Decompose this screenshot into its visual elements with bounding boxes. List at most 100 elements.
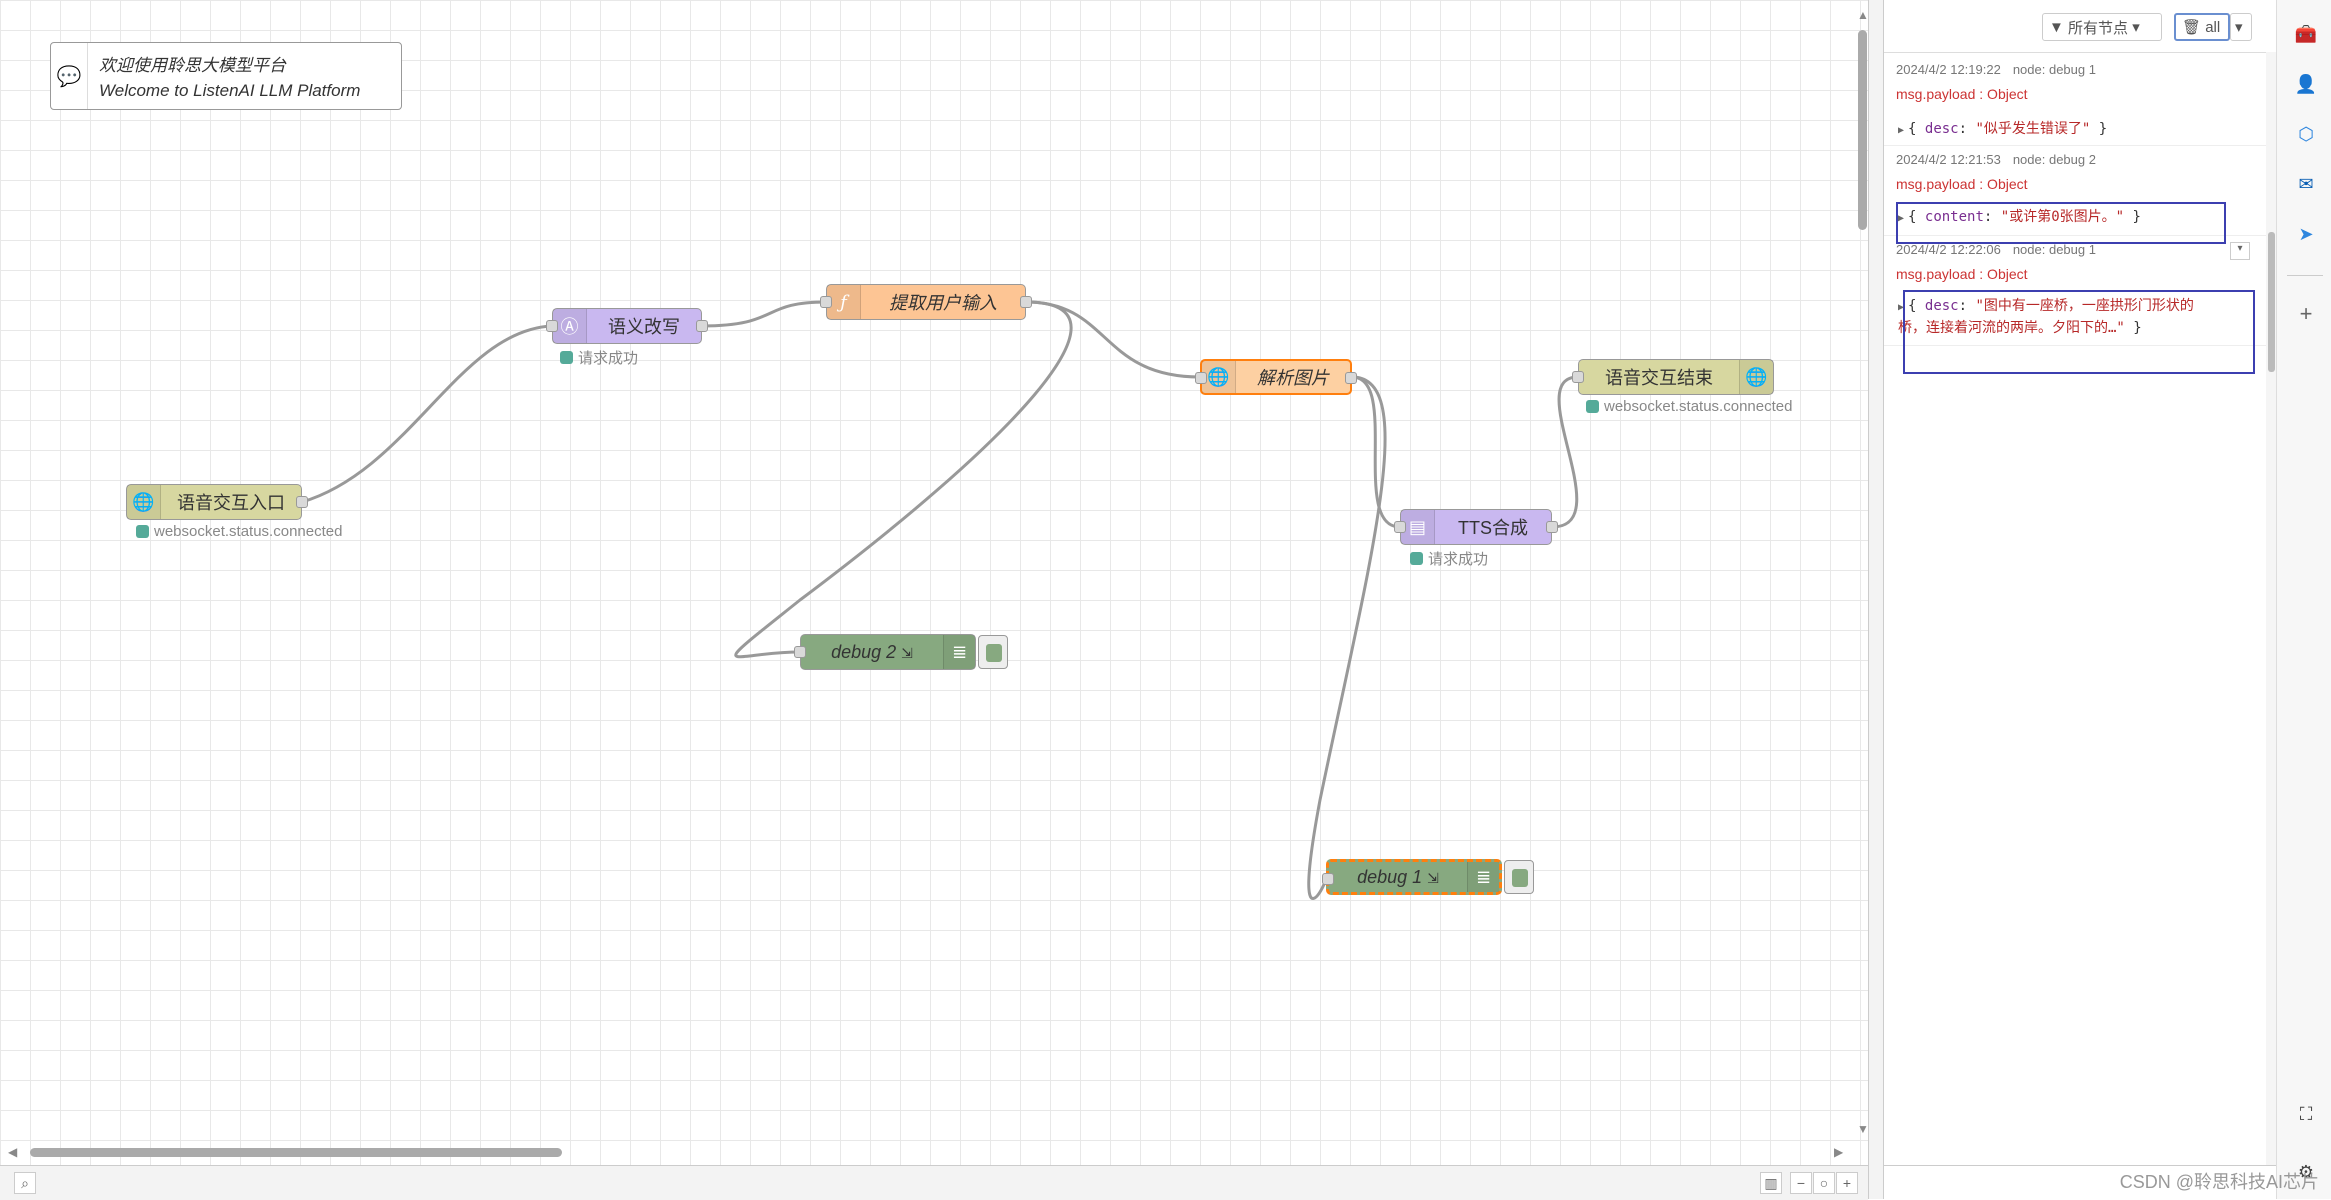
input-port[interactable] [794, 646, 806, 658]
map-icon[interactable]: ▥ [1760, 1172, 1782, 1194]
search-icon[interactable]: ⌕ [14, 1172, 36, 1194]
node-voice-entry[interactable]: 🌐 语音交互入口 [126, 484, 308, 520]
outlook-icon[interactable]: ✉ [2298, 173, 2314, 194]
node-status: websocket.status.connected [136, 523, 342, 540]
websocket-icon: 🌐 [1739, 360, 1773, 394]
output-port[interactable] [1345, 372, 1357, 384]
ai-icon: Ⓐ [553, 309, 587, 343]
sidebar-footer [1884, 1165, 2276, 1200]
horizontal-scrollbar[interactable] [30, 1148, 562, 1157]
message-payload[interactable]: ▶{ content: "或许第0张图片。" } [1898, 209, 2141, 225]
node-label: 语义改写 [608, 317, 680, 337]
node-label: 语音交互结束 [1605, 368, 1713, 388]
node-label: debug 2 ⇲ [831, 641, 913, 662]
wire-extract-parse [1025, 300, 1201, 379]
scroll-left-arrow[interactable]: ◀ [8, 1145, 18, 1159]
node-label: 提取用户输入 [889, 293, 997, 313]
node-label: 语音交互入口 [177, 493, 285, 513]
sidebar-scrollbar[interactable] [2268, 232, 2275, 372]
user-icon[interactable]: 👤 [2294, 73, 2318, 94]
debug-toolbar: ▼ 所有节点 ▾ 🗑 all ▾ [1884, 0, 2276, 53]
wire-rewrite-extract [701, 300, 827, 328]
output-port[interactable] [296, 496, 308, 508]
node-tts[interactable]: ▤ TTS合成 [1394, 509, 1558, 545]
wire-entry-rewrite [301, 324, 553, 504]
scroll-right-arrow[interactable]: ▶ [1834, 1145, 1844, 1159]
node-debug-1[interactable]: debug 1 ⇲ ≣ [1322, 859, 1502, 895]
wire-tts-end [1551, 375, 1579, 529]
audio-icon: ▤ [1401, 510, 1435, 544]
divider [2287, 275, 2323, 276]
input-port[interactable] [1322, 873, 1334, 885]
trash-icon: 🗑 [2182, 19, 2202, 36]
watermark: CSDN @聆思科技AI芯片 [2119, 1172, 2319, 1192]
node-status: 请求成功 [1410, 548, 1488, 569]
send-icon[interactable]: ➤ [2298, 223, 2314, 244]
node-label: TTS合成 [1458, 518, 1528, 538]
zoom-out-button[interactable]: − [1790, 1172, 1812, 1194]
node-parse-image[interactable]: 🌐 解析图片 [1195, 359, 1357, 395]
wires-layer [301, 300, 1579, 900]
chevron-down-icon[interactable]: ▾ [2230, 242, 2250, 260]
sidebar-tab-strip: 🧰 👤 ⬡ ✉ ➤ + ⛶ ⚙ [2276, 0, 2331, 1199]
node-label: 解析图片 [1257, 368, 1329, 388]
node-voice-end[interactable]: 语音交互结束 🌐 [1572, 359, 1774, 395]
canvas-footer: ⌕ ▥ − ○ + [0, 1165, 1868, 1200]
sidebar-scrollbar-track[interactable] [2266, 52, 2276, 1165]
scroll-up-arrow[interactable]: ▲ [1857, 8, 1868, 22]
function-icon: ƒ [827, 285, 861, 319]
input-port[interactable] [1572, 371, 1584, 383]
input-port[interactable] [1195, 372, 1207, 384]
zoom-reset-button[interactable]: ○ [1813, 1172, 1835, 1194]
node-extract-input[interactable]: ƒ 提取用户输入 [820, 284, 1032, 320]
wire-parse-tts [1351, 375, 1401, 529]
node-semantic-rewrite[interactable]: Ⓐ 语义改写 [546, 308, 708, 344]
highlight-box [1896, 202, 2226, 244]
filter-nodes-button[interactable]: ▼ 所有节点 ▾ [2042, 13, 2162, 41]
input-port[interactable] [546, 320, 558, 332]
debug-2-toggle-button[interactable] [978, 635, 1008, 669]
node-debug-2[interactable]: debug 2 ⇲ ≣ [794, 634, 976, 670]
clear-dropdown-button[interactable]: ▾ [2230, 13, 2252, 41]
input-port[interactable] [1394, 521, 1406, 533]
message-payload[interactable]: ▶{ desc: "图中有一座桥，一座拱形门形状的 桥，连接着河流的两岸。夕阳下… [1898, 298, 2194, 336]
comment-line-2: Welcome to ListenAI LLM Platform [99, 81, 361, 100]
vertical-scrollbar[interactable] [1858, 30, 1867, 230]
message-payload[interactable]: ▶{ desc: "似乎发生错误了" } [1898, 121, 2108, 137]
flow-canvas[interactable]: 💬 欢迎使用聆思大模型平台 Welcome to ListenAI LLM Pl… [0, 0, 1868, 1165]
websocket-icon: 🌐 [127, 485, 161, 519]
websocket-icon: 🌐 [1202, 361, 1236, 393]
output-port[interactable] [696, 320, 708, 332]
add-icon[interactable]: + [2299, 301, 2313, 326]
scroll-down-arrow[interactable]: ▼ [1857, 1122, 1868, 1136]
message-path: msg.payload : Object [1896, 266, 2028, 282]
clear-messages-button[interactable]: 🗑 all [2174, 13, 2230, 41]
filter-icon: ▼ [2049, 18, 2064, 36]
wire-extract-debug2 [734, 300, 1073, 659]
gear-icon[interactable]: ⚙ [2297, 1161, 2315, 1182]
list-icon: ≣ [1467, 862, 1499, 892]
output-port[interactable] [1020, 296, 1032, 308]
debug-1-toggle-button[interactable] [1504, 860, 1534, 894]
screenshot-icon[interactable]: ⛶ [2299, 1103, 2313, 1124]
panel-divider[interactable] [1868, 0, 1884, 1199]
node-label: debug 1 ⇲ [1357, 866, 1439, 887]
zoom-in-button[interactable]: + [1836, 1172, 1858, 1194]
comment-icon: 💬 [51, 43, 88, 109]
message-path: msg.payload : Object [1896, 86, 2028, 102]
welcome-comment[interactable]: 💬 欢迎使用聆思大模型平台 Welcome to ListenAI LLM Pl… [50, 42, 402, 110]
node-status: 请求成功 [560, 347, 638, 368]
toolbox-icon[interactable]: 🧰 [2294, 23, 2318, 44]
node-status: websocket.status.connected [1586, 398, 1792, 415]
wire-parse-debug1 [1307, 375, 1387, 900]
hexagon-icon[interactable]: ⬡ [2298, 123, 2314, 144]
input-port[interactable] [820, 296, 832, 308]
output-port[interactable] [1546, 521, 1558, 533]
